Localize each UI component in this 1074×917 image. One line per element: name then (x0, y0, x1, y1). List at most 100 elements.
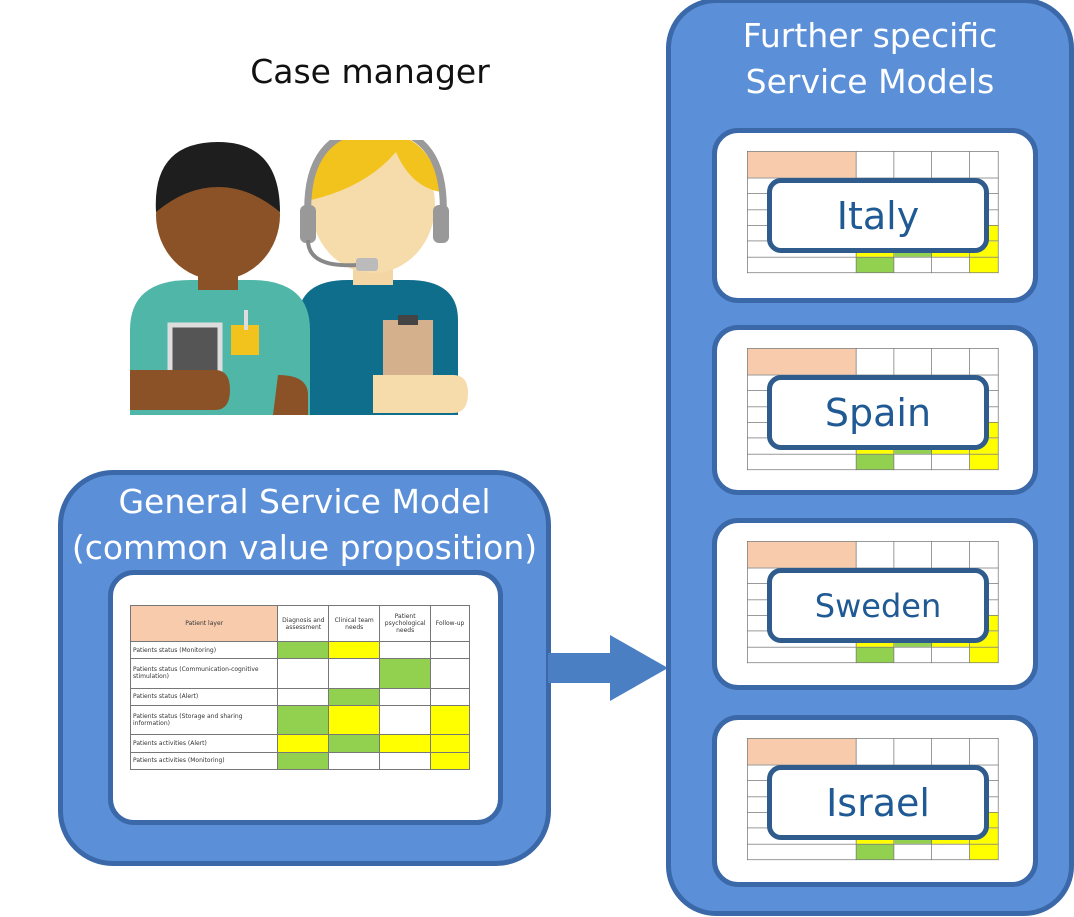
table-header (969, 737, 999, 766)
row-label (746, 646, 857, 664)
general-service-model-box: General Service Model (common value prop… (58, 470, 551, 866)
table-cell (969, 453, 999, 471)
row-label: Patients activities (Monitoring) (129, 751, 279, 771)
table-cell (430, 734, 470, 753)
table-header (746, 737, 857, 766)
table-cell (893, 646, 933, 664)
table-cell (379, 734, 432, 753)
table-cell (277, 751, 330, 771)
table-header (746, 347, 857, 376)
country-card-sweden: Sweden (712, 518, 1038, 690)
table-row: Patients activities (Alert) (129, 734, 470, 753)
table-cell (430, 658, 470, 689)
table-header (969, 150, 999, 179)
table-cell (931, 646, 970, 664)
table-cell (931, 453, 970, 471)
table-header: Clinical team needs (328, 605, 381, 642)
table-cell (969, 843, 999, 861)
table-cell (430, 640, 470, 660)
case-manager-illustration (130, 140, 468, 415)
table-cell (379, 687, 432, 706)
case-manager-label: Case manager (250, 52, 490, 91)
table-header: Patient psychological needs (379, 605, 432, 642)
table-header: Patient layer (129, 605, 279, 642)
row-label: Patients status (Communication-cognitive… (129, 658, 279, 689)
row-label (746, 843, 857, 861)
table-cell (277, 704, 330, 736)
table-header (746, 540, 857, 569)
table-header (931, 737, 970, 766)
table-cell (277, 658, 330, 689)
table-cell (931, 256, 970, 274)
table-row: Patients status (Storage and sharing inf… (129, 704, 470, 736)
row-label (746, 453, 857, 471)
table-cell (893, 843, 933, 861)
row-label (746, 256, 857, 274)
table-cell (379, 704, 432, 736)
country-label-italy: Italy (767, 178, 989, 253)
row-label: Patients activities (Alert) (129, 734, 279, 753)
table-cell (277, 734, 330, 753)
table-cell (856, 256, 895, 274)
table-cell (379, 751, 432, 771)
table-cell (931, 843, 970, 861)
table-header (746, 150, 857, 179)
table-header: Follow-up (430, 605, 470, 642)
table-cell (856, 453, 895, 471)
country-label-sweden: Sweden (767, 568, 989, 643)
general-title-line1: General Service Model (118, 482, 491, 521)
table-cell (893, 453, 933, 471)
row-label: Patients status (Storage and sharing inf… (129, 704, 279, 736)
table-cell (328, 658, 381, 689)
table-row (746, 453, 999, 471)
table-cell (856, 646, 895, 664)
row-label: Patients status (Alert) (129, 687, 279, 706)
table-row: Patients activities (Monitoring) (129, 751, 470, 771)
country-card-italy: Italy (712, 128, 1038, 303)
country-label-spain: Spain (767, 375, 989, 450)
table-cell (379, 640, 432, 660)
table-row (746, 843, 999, 861)
table-header: Diagnosis and assessment (277, 605, 330, 642)
table-cell (328, 640, 381, 660)
table-row (746, 646, 999, 664)
country-card-israel: Israel (712, 715, 1038, 887)
table-row: Patients status (Alert) (129, 687, 470, 706)
table-header (893, 540, 933, 569)
table-header (893, 737, 933, 766)
table-header (931, 347, 970, 376)
table-cell (856, 843, 895, 861)
specific-title-line2: Service Models (745, 62, 995, 101)
table-cell (430, 704, 470, 736)
table-cell (328, 734, 381, 753)
table-header (893, 347, 933, 376)
general-title-line2: (common value proposition) (71, 528, 538, 567)
table-row: Patients status (Monitoring) (129, 640, 470, 660)
table-header (969, 347, 999, 376)
specific-title-line1: Further specific (742, 16, 998, 55)
country-label-israel: Israel (767, 765, 989, 840)
table-cell (430, 687, 470, 706)
table-header (856, 150, 895, 179)
country-card-spain: Spain (712, 325, 1038, 495)
table-row (746, 256, 999, 274)
table-cell (277, 687, 330, 706)
table-cell (969, 256, 999, 274)
table-cell (328, 751, 381, 771)
specific-service-models-box: Further specific Service Models Italy Sp… (666, 0, 1074, 916)
table-row: Patients status (Communication-cognitive… (129, 658, 470, 689)
table-cell (969, 646, 999, 664)
table-header (893, 150, 933, 179)
table-header (856, 347, 895, 376)
row-label: Patients status (Monitoring) (129, 640, 279, 660)
table-cell (379, 658, 432, 689)
table-header (931, 150, 970, 179)
table-header (856, 540, 895, 569)
table-header (969, 540, 999, 569)
table-cell (893, 256, 933, 274)
table-cell (277, 640, 330, 660)
table-header (856, 737, 895, 766)
table-header (931, 540, 970, 569)
arrow-icon (548, 635, 668, 701)
